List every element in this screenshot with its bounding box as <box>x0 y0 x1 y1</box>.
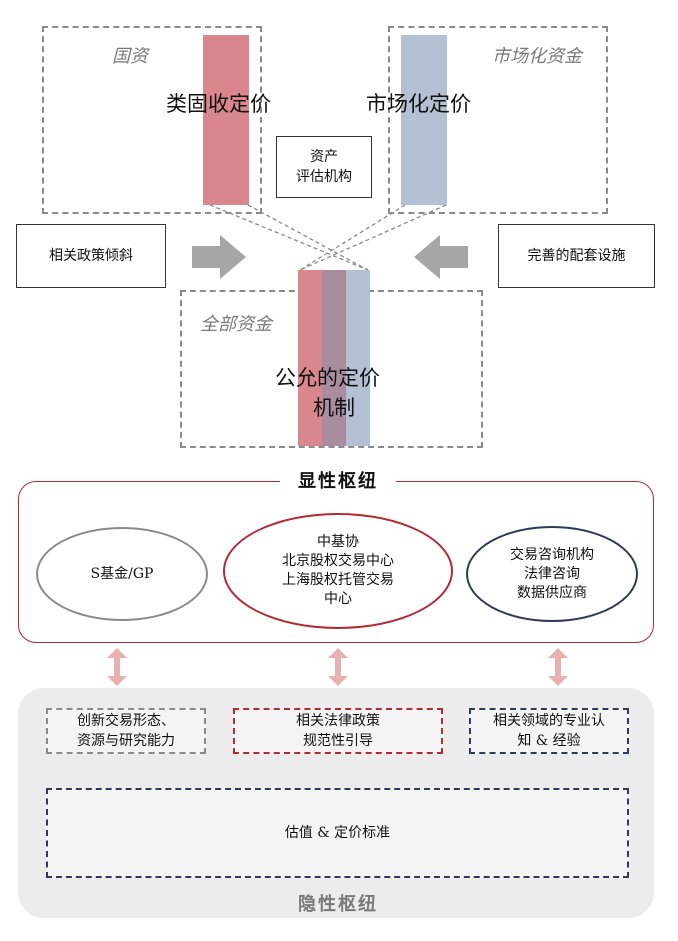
double-arrow-left-icon <box>107 648 127 686</box>
innovation-line-1: 创新交易形态、 <box>77 713 175 729</box>
ellipse-center-line-4: 中心 <box>324 591 352 607</box>
state-capital-label: 国资 <box>112 46 148 67</box>
innovation-line-2: 资源与研究能力 <box>77 733 175 749</box>
market-capital-box <box>388 26 608 214</box>
valuation-standard-box: 估值 & 定价标准 <box>46 788 629 878</box>
double-arrow-right-icon <box>548 648 568 686</box>
expertise-box: 相关领域的专业认 知 & 经验 <box>469 708 629 754</box>
arrow-right-icon <box>192 235 246 279</box>
center-red-bar <box>298 270 322 446</box>
implicit-hub-title: 隐性枢纽 <box>298 894 378 915</box>
ellipse-right-line-1: 交易咨询机构 <box>510 546 594 563</box>
market-pricing-bar <box>401 35 447 205</box>
consulting-ellipse: 交易咨询机构 法律咨询 数据供应商 <box>466 526 638 622</box>
legal-policy-line-2: 规范性引导 <box>303 733 373 749</box>
legal-policy-box: 相关法律政策 规范性引导 <box>233 708 443 754</box>
fixed-income-pricing-text: 类固收定价 <box>166 92 271 116</box>
double-arrow-center-icon <box>328 648 348 686</box>
policy-support-box: 相关政策倾斜 <box>16 224 166 288</box>
state-capital-box <box>42 26 262 214</box>
asset-assessment-box: 资产 评估机构 <box>276 136 372 198</box>
arrow-left-icon <box>414 235 468 279</box>
fixed-income-bar <box>203 35 249 205</box>
market-pricing-text: 市场化定价 <box>366 92 471 116</box>
market-capital-label: 市场化资金 <box>492 46 582 67</box>
facilities-box: 完善的配套设施 <box>498 224 655 288</box>
center-blue-bar <box>346 270 370 446</box>
s-fund-gp-ellipse: S基金/GP <box>36 527 208 621</box>
innovation-box: 创新交易形态、 资源与研究能力 <box>46 708 206 754</box>
ellipse-center-line-1: 中基协 <box>317 534 359 550</box>
expertise-line-2: 知 & 经验 <box>517 733 581 749</box>
all-capital-label: 全部资金 <box>200 314 272 335</box>
expertise-line-1: 相关领域的专业认 <box>493 713 605 729</box>
center-mixed-bar <box>322 270 346 446</box>
fair-pricing-text-line2: 机制 <box>313 396 355 420</box>
exchange-institutions-ellipse: 中基协 北京股权交易中心 上海股权托管交易 中心 <box>223 513 453 629</box>
fair-pricing-text-line1: 公允的定价 <box>275 366 380 390</box>
ellipse-right-line-3: 数据供应商 <box>517 584 587 601</box>
ellipse-center-line-3: 上海股权托管交易 <box>282 572 394 588</box>
ellipse-right-line-2: 法律咨询 <box>524 565 580 582</box>
explicit-hub-title: 显性枢纽 <box>280 467 396 493</box>
legal-policy-line-1: 相关法律政策 <box>296 713 380 729</box>
ellipse-center-line-2: 北京股权交易中心 <box>282 553 394 569</box>
